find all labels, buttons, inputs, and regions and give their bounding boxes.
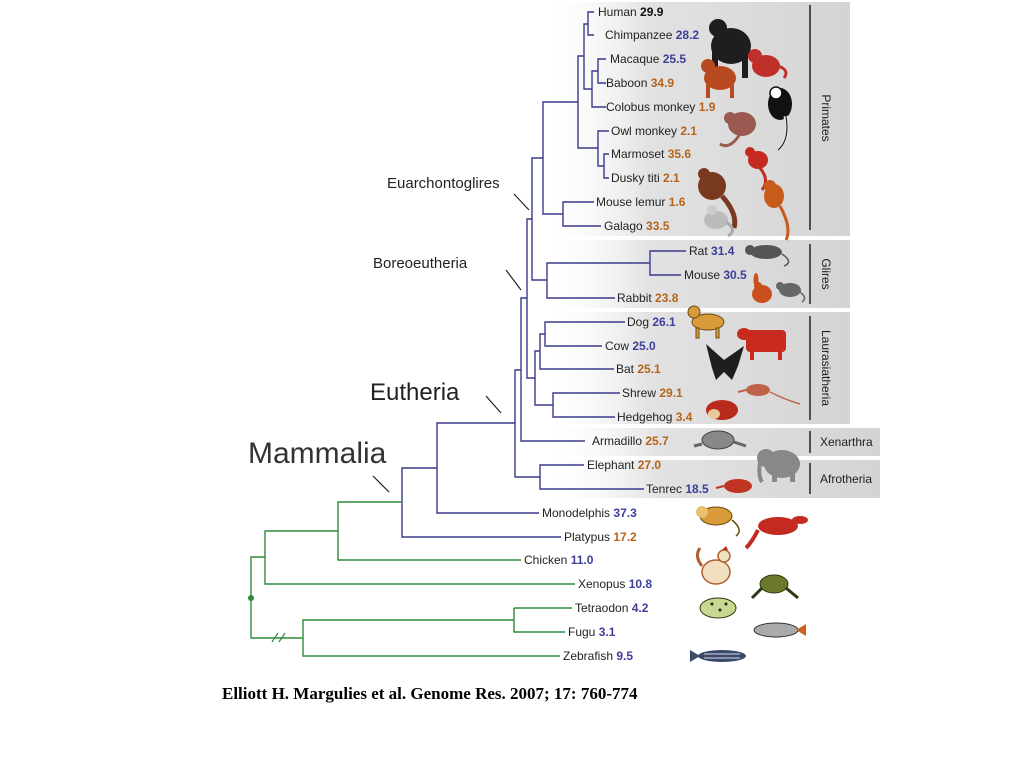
taxon-label: Macaque 25.5	[610, 52, 686, 66]
clade-label-eutheria: Eutheria	[370, 379, 460, 406]
citation: Elliott H. Margulies et al. Genome Res. …	[222, 684, 638, 703]
zebrafish-illustration	[690, 650, 746, 662]
taxon-label: Bat 25.1	[616, 362, 661, 376]
animal-illustrations	[687, 19, 808, 662]
taxon-label: Hedgehog 3.4	[617, 410, 693, 424]
colobus-illustration	[768, 86, 792, 152]
armadillo-illustration	[693, 430, 747, 450]
platypus-illustration	[744, 516, 808, 550]
clade-label-mammalia: Mammalia	[248, 437, 387, 470]
taxon-label: Dog 26.1	[627, 315, 676, 329]
rat-illustration	[745, 245, 790, 267]
group-label-laurasiatheria: Laurasiatheria	[819, 330, 833, 406]
taxon-label: Cow 25.0	[605, 339, 656, 353]
taxon-label: Platypus 17.2	[564, 530, 637, 544]
taxon-label: Chicken 11.0	[524, 553, 594, 567]
dog-illustration	[687, 305, 725, 339]
panel-laurasiatheria	[540, 312, 850, 424]
group-label-afrotheria: Afrotheria	[820, 472, 872, 486]
taxon-label: Marmoset 35.6	[611, 147, 691, 161]
baboon-illustration	[701, 59, 736, 98]
taxon-label: Rat 31.4	[689, 244, 735, 258]
mouse-illustration	[776, 282, 806, 303]
taxon-label: Mouse lemur 1.6	[596, 195, 686, 209]
root-node	[248, 595, 254, 601]
taxon-label: Xenopus 10.8	[578, 577, 652, 591]
taxon-label: Armadillo 25.7	[592, 434, 669, 448]
tenrec-illustration	[715, 479, 752, 493]
taxon-label: Fugu 3.1	[568, 625, 616, 639]
opossum-illustration	[696, 506, 740, 537]
taxon-label: Tetraodon 4.2	[575, 601, 649, 615]
shrew-illustration	[737, 384, 801, 405]
mouse-lemur-illustration	[704, 205, 734, 238]
taxon-label: Owl monkey 2.1	[611, 124, 697, 138]
galago-illustration	[764, 180, 790, 241]
dusky-titi-illustration	[698, 168, 738, 229]
taxon-label: Rabbit 23.8	[617, 291, 679, 305]
taxon-label: Shrew 29.1	[622, 386, 683, 400]
cow-illustration	[737, 328, 786, 360]
taxon-label: Chimpanzee 28.2	[605, 28, 699, 42]
taxon-label: Human 29.9	[598, 5, 664, 19]
fugu-illustration	[753, 622, 806, 638]
bat-illustration	[706, 344, 744, 380]
mammal-branches	[401, 11, 686, 538]
chicken-illustration	[695, 546, 731, 585]
taxon-label: Mouse 30.5	[684, 268, 747, 282]
taxon-label: Colobus monkey 1.9	[606, 100, 716, 114]
panel-glires	[540, 240, 850, 308]
macaque-illustration	[748, 49, 788, 79]
taxon-label: Galago 33.5	[604, 219, 670, 233]
taxon-label: Zebrafish 9.5	[563, 649, 633, 663]
clade-label-euarchontoglires: Euarchontoglires	[387, 175, 500, 192]
panel-primates	[540, 2, 850, 236]
group-label-xenarthra: Xenarthra	[820, 435, 873, 449]
taxon-labels: Human 29.9 Chimpanzee 28.2 Macaque 25.5 …	[524, 5, 747, 663]
clade-pointers	[372, 193, 530, 493]
nonmammal-branches	[248, 501, 575, 657]
xenopus-illustration	[750, 574, 799, 600]
taxon-label: Elephant 27.0	[587, 458, 661, 472]
chimpanzee-illustration	[709, 19, 751, 78]
marmoset-illustration	[745, 147, 768, 191]
taxon-label: Baboon 34.9	[606, 76, 674, 90]
taxon-label: Dusky titi 2.1	[611, 171, 680, 185]
elephant-illustration	[757, 449, 800, 484]
taxon-label: Monodelphis 37.3	[542, 506, 637, 520]
panel-afrotheria	[540, 460, 880, 498]
taxon-label: Tenrec 18.5	[646, 482, 709, 496]
rabbit-illustration	[752, 273, 772, 303]
group-label-glires: Glires	[819, 258, 833, 289]
hedgehog-illustration	[706, 400, 738, 420]
owl-monkey-illustration	[719, 112, 756, 148]
tetraodon-illustration	[699, 597, 737, 619]
group-label-primates: Primates	[819, 94, 833, 141]
clade-label-boreoeutheria: Boreoeutheria	[373, 255, 468, 272]
